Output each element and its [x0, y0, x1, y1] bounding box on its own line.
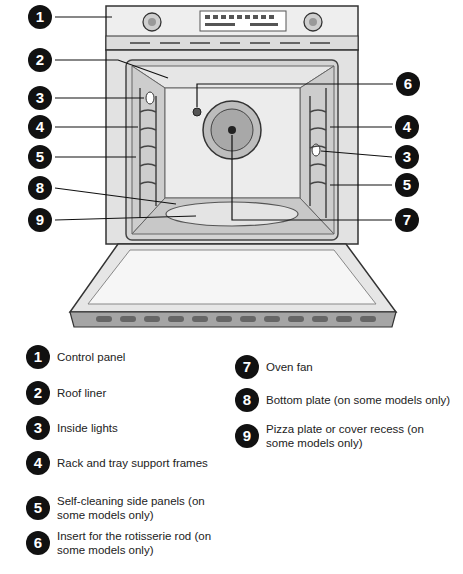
vents — [130, 42, 330, 44]
inside-light — [146, 92, 154, 104]
knob — [143, 13, 161, 31]
legend-item: 6 Insert for the rotisserie rod (on some … — [26, 529, 229, 557]
oven-door — [70, 244, 396, 312]
callout-number: 7 — [395, 208, 419, 232]
fan-hub — [228, 126, 236, 134]
legend-item: 9 Pizza plate or cover recess (on some mo… — [235, 422, 451, 450]
callout-number: 3 — [395, 145, 419, 169]
callout-number: 8 — [28, 176, 52, 200]
legend-item: 5 Self-cleaning side panels (on some mode… — [26, 494, 229, 522]
callout-number: 6 — [396, 72, 420, 96]
callout-number: 5 — [395, 173, 419, 197]
callout-number: 7 — [395, 208, 419, 232]
rotisserie-insert — [193, 108, 201, 116]
part-name: Oven fan — [266, 355, 451, 374]
door-slots — [96, 316, 376, 322]
knob — [304, 13, 322, 31]
roof-liner — [132, 66, 334, 88]
legend-item: 4 Rack and tray support frames — [26, 451, 229, 475]
callout-number: 3 — [395, 145, 419, 169]
display — [200, 11, 286, 31]
part-name: Inside lights — [57, 416, 229, 435]
panel-strip — [106, 36, 358, 50]
callout-number: 3 — [28, 86, 52, 110]
part-name: Bottom plate (on some models only) — [266, 388, 451, 407]
oven-illustration — [0, 0, 463, 340]
callout-number: 5 — [26, 496, 50, 520]
part-name: Roof liner — [57, 381, 229, 400]
callout-number: 4 — [28, 115, 52, 139]
legend-item: 7 Oven fan — [235, 355, 451, 379]
callout-number: 2 — [28, 48, 52, 72]
callout-number: 1 — [28, 5, 52, 29]
part-name: Insert for the rotisserie rod (on some m… — [57, 529, 229, 557]
door-glass — [88, 250, 376, 304]
display-marks — [205, 15, 278, 26]
callout-number: 4 — [395, 115, 419, 139]
bottom-plate — [132, 198, 334, 234]
part-name: Self-cleaning side panels (on some model… — [57, 494, 229, 522]
legend-item: 2 Roof liner — [26, 381, 229, 405]
callout-number: 3 — [26, 416, 50, 440]
part-name: Pizza plate or cover recess (on some mod… — [266, 422, 451, 450]
knob-center — [309, 18, 317, 26]
part-name: Control panel — [57, 345, 229, 364]
knob-center — [148, 18, 156, 26]
callout-number: 6 — [396, 72, 420, 96]
callout-number: 6 — [26, 531, 50, 555]
callout-number: 7 — [235, 355, 259, 379]
legend-item: 8 Bottom plate (on some models only) — [235, 388, 451, 412]
callout-number: 5 — [395, 173, 419, 197]
callout-number: 1 — [26, 345, 50, 369]
callout-number: 9 — [28, 208, 52, 232]
control-panel — [106, 6, 358, 50]
callout-number: 8 — [235, 388, 259, 412]
callout-number: 9 — [28, 208, 52, 232]
callout-number: 2 — [26, 381, 50, 405]
callout-number: 4 — [28, 115, 52, 139]
leader-line — [55, 17, 393, 220]
callout-number: 5 — [28, 145, 52, 169]
callout-number: 4 — [26, 451, 50, 475]
callout-number: 9 — [235, 424, 259, 448]
callout-number: 8 — [28, 176, 52, 200]
callout-number: 3 — [28, 86, 52, 110]
callout-number: 1 — [28, 5, 52, 29]
door-handle — [70, 312, 396, 327]
rack-frame — [140, 88, 326, 218]
part-name: Rack and tray support frames — [57, 451, 229, 470]
legend-item: 3 Inside lights — [26, 416, 229, 440]
legend-item: 1 Control panel — [26, 345, 229, 369]
callout-number: 4 — [395, 115, 419, 139]
callout-number: 2 — [28, 48, 52, 72]
callout-number: 5 — [28, 145, 52, 169]
